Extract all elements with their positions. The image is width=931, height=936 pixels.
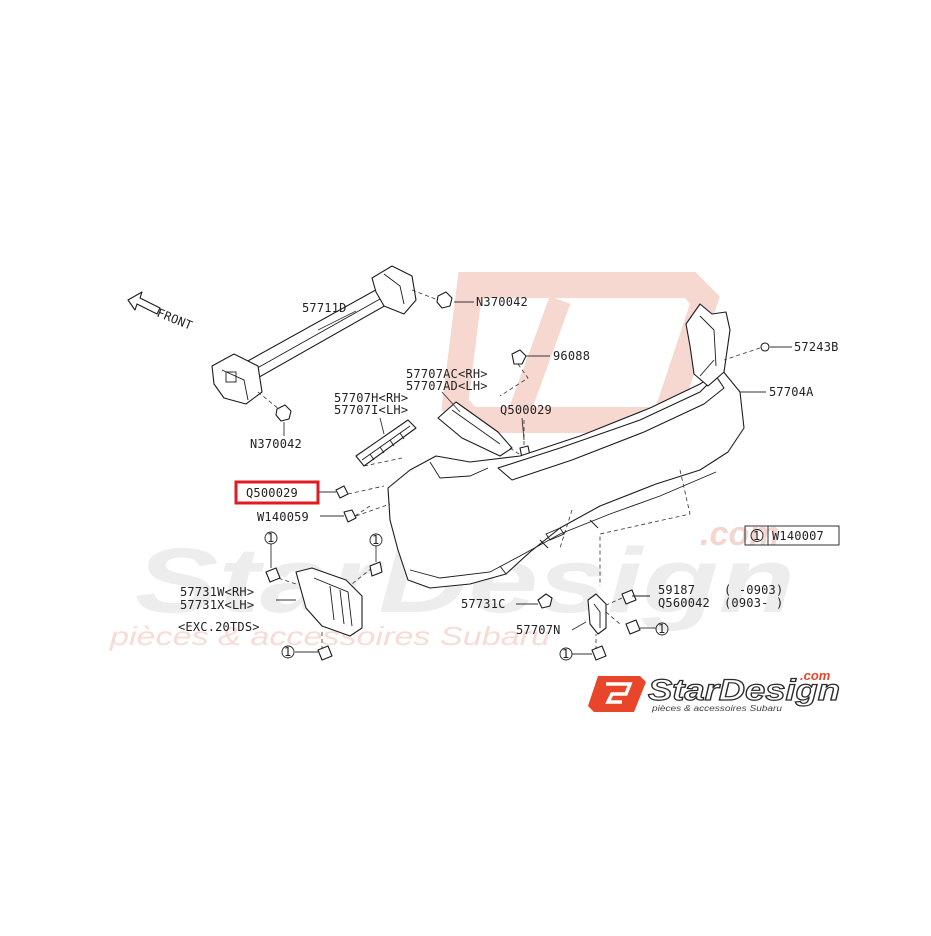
ref-marker-1b-text: 1 bbox=[372, 533, 379, 547]
label-57731w: 57731W<RH> bbox=[180, 585, 254, 599]
label-n370042-top: N370042 bbox=[476, 295, 528, 309]
bolt-59187 bbox=[603, 589, 650, 607]
logo-dotcom: .com bbox=[800, 668, 831, 683]
clip-96088 bbox=[499, 349, 529, 397]
ref-marker-1b: 1 bbox=[369, 533, 383, 547]
bracket-57707h bbox=[355, 419, 417, 467]
ref-marker-1a: 1 bbox=[264, 531, 278, 545]
ref-marker-1e: 1 bbox=[559, 647, 573, 661]
label-q560042-range: (0903- ) bbox=[724, 596, 783, 610]
label-96088: 96088 bbox=[553, 349, 590, 363]
front-label: FRONT bbox=[155, 306, 195, 333]
clip-mudguard-top-right bbox=[369, 546, 383, 577]
label-q560042: Q560042 bbox=[658, 596, 710, 610]
ref-marker-w140007: 1 bbox=[753, 529, 760, 543]
label-57731c: 57731C bbox=[461, 597, 506, 611]
bracket-57707ac bbox=[437, 401, 523, 457]
clip-57707n-bottom bbox=[572, 645, 607, 661]
label-57707ac: 57707AC<RH> bbox=[406, 367, 488, 381]
mudguard-57731w bbox=[271, 567, 373, 650]
label-57707ad: 57707AD<LH> bbox=[406, 379, 488, 393]
stardesign-logo: StarDesign .com pièces & accessoires Sub… bbox=[588, 668, 841, 713]
clip-57707n-right bbox=[625, 619, 656, 635]
label-w140007: W140007 bbox=[772, 529, 824, 543]
nut-n370042-bottom bbox=[257, 391, 292, 422]
label-57731x: 57731X<LH> bbox=[180, 598, 254, 612]
front-arrow: FRONT bbox=[127, 291, 195, 333]
front-arrow-icon bbox=[127, 291, 161, 315]
bracket-57707n bbox=[587, 593, 621, 650]
ref-marker-1c-text: 1 bbox=[284, 645, 291, 659]
ref-w140007: 1 W140007 bbox=[744, 525, 840, 546]
watermark-dotcom: .com bbox=[700, 515, 779, 553]
label-57707h: 57707H<RH> bbox=[334, 391, 408, 405]
label-q500029-left[interactable]: Q500029 bbox=[246, 486, 298, 500]
clip-57243b bbox=[723, 342, 770, 361]
label-q500029-right: Q500029 bbox=[500, 403, 552, 417]
ref-marker-1a-text: 1 bbox=[267, 531, 274, 545]
screw-q500029-left bbox=[335, 485, 385, 499]
label-57707i: 57707I<LH> bbox=[334, 403, 408, 417]
label-57711d: 57711D bbox=[302, 301, 347, 315]
fastener-w140059 bbox=[343, 503, 391, 523]
label-exc-20tds: <EXC.20TDS> bbox=[178, 620, 260, 634]
highlight-box bbox=[234, 480, 320, 505]
clip-mudguard-top-left bbox=[265, 544, 281, 583]
bumper-cover bbox=[351, 303, 745, 589]
logo-tagline: pièces & accessoires Subaru bbox=[651, 704, 783, 713]
nut-n370042-top bbox=[411, 289, 453, 309]
clip-mudguard-bottom bbox=[295, 645, 333, 661]
ref-marker-1c: 1 bbox=[281, 645, 295, 659]
label-n370042-bottom: N370042 bbox=[250, 437, 302, 451]
label-57707n: 57707N bbox=[516, 623, 561, 637]
ref-marker-1d-text: 1 bbox=[658, 622, 665, 636]
label-w140059: W140059 bbox=[257, 510, 309, 524]
ref-marker-1d: 1 bbox=[655, 622, 669, 636]
clip-57731c bbox=[516, 593, 553, 609]
ref-marker-1e-text: 1 bbox=[562, 647, 569, 661]
label-57704a: 57704A bbox=[769, 385, 814, 399]
rear-cross-member bbox=[211, 265, 417, 405]
label-59187: 59187 bbox=[658, 583, 695, 597]
logo-brand: StarDesign bbox=[648, 674, 840, 707]
label-57243b: 57243B bbox=[794, 340, 839, 354]
label-59187-range: ( -0903) bbox=[724, 583, 783, 597]
